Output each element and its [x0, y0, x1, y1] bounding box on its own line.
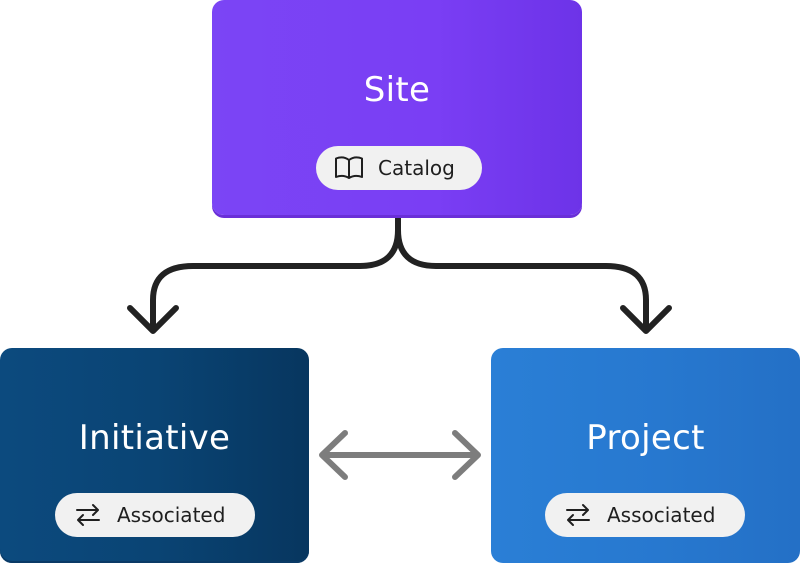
double-arrowhead-left — [319, 430, 348, 480]
arrowhead-project — [620, 305, 672, 334]
initiative-title: Initiative — [78, 418, 231, 458]
edge-site-to-initiative — [150, 200, 401, 333]
swap-arrows-icon — [566, 504, 590, 526]
project-title: Project — [586, 418, 705, 458]
initiative-associated-badge[interactable]: Associated — [55, 493, 255, 537]
swap-arrows-icon — [76, 504, 100, 526]
catalog-badge-label: Catalog — [378, 156, 455, 180]
book-icon — [335, 156, 363, 179]
project-associated-badge[interactable]: Associated — [545, 493, 745, 537]
site-title: Site — [363, 70, 431, 110]
arrowhead-initiative — [127, 305, 179, 334]
double-arrowhead-right — [452, 430, 481, 480]
edge-site-to-project — [395, 227, 649, 333]
project-node[interactable]: Project Associated — [491, 348, 800, 563]
site-node[interactable]: Site Catalog — [212, 0, 582, 215]
project-badge-label: Associated — [607, 503, 716, 527]
catalog-badge[interactable]: Catalog — [316, 146, 482, 190]
initiative-badge-label: Associated — [117, 503, 226, 527]
initiative-node[interactable]: Initiative Associated — [0, 348, 309, 563]
